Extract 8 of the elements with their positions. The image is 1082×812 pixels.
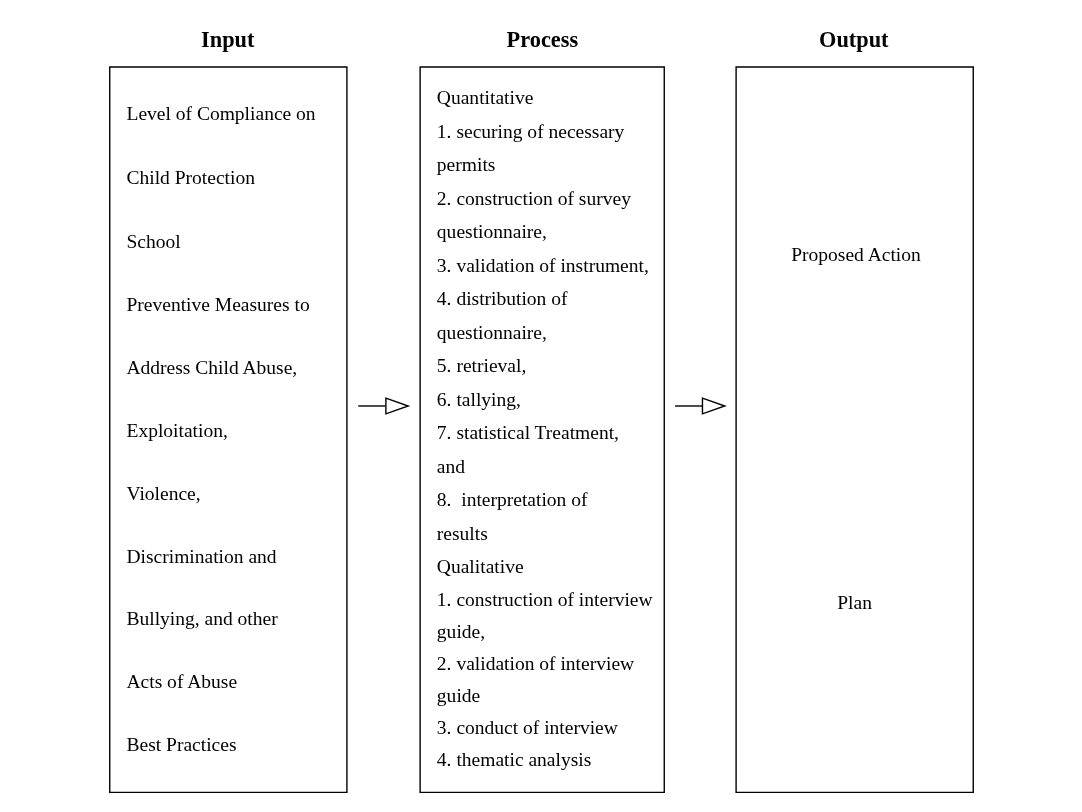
node-label: Input xyxy=(200,27,254,53)
node-box: Quantitative 1. securing of necessary permits 2. construction of survey questionnaire, 3. validation of instrument, 4. distribution of questionnaire, 5. retrieval, 6. tallying, 7. statistical Treatment, and 8. interpretation of results Qualitative 1. construction of interview guide, 2. validation of interview guide 3. conduct of interview 4. thematic analysis xyxy=(418,66,665,794)
arrow xyxy=(357,397,410,415)
node-label: Output xyxy=(818,27,889,53)
node-box: Proposed Action Plan xyxy=(734,66,974,794)
node-box: Level of Compliance on Child Protection School Preventive Measures to Address Child Abuse, Exploitation, Violence, Discrimination and Bullying, and other Acts of Abuse Best Practices xyxy=(108,66,348,794)
arrow xyxy=(673,397,727,415)
node-label: Process xyxy=(506,27,578,53)
